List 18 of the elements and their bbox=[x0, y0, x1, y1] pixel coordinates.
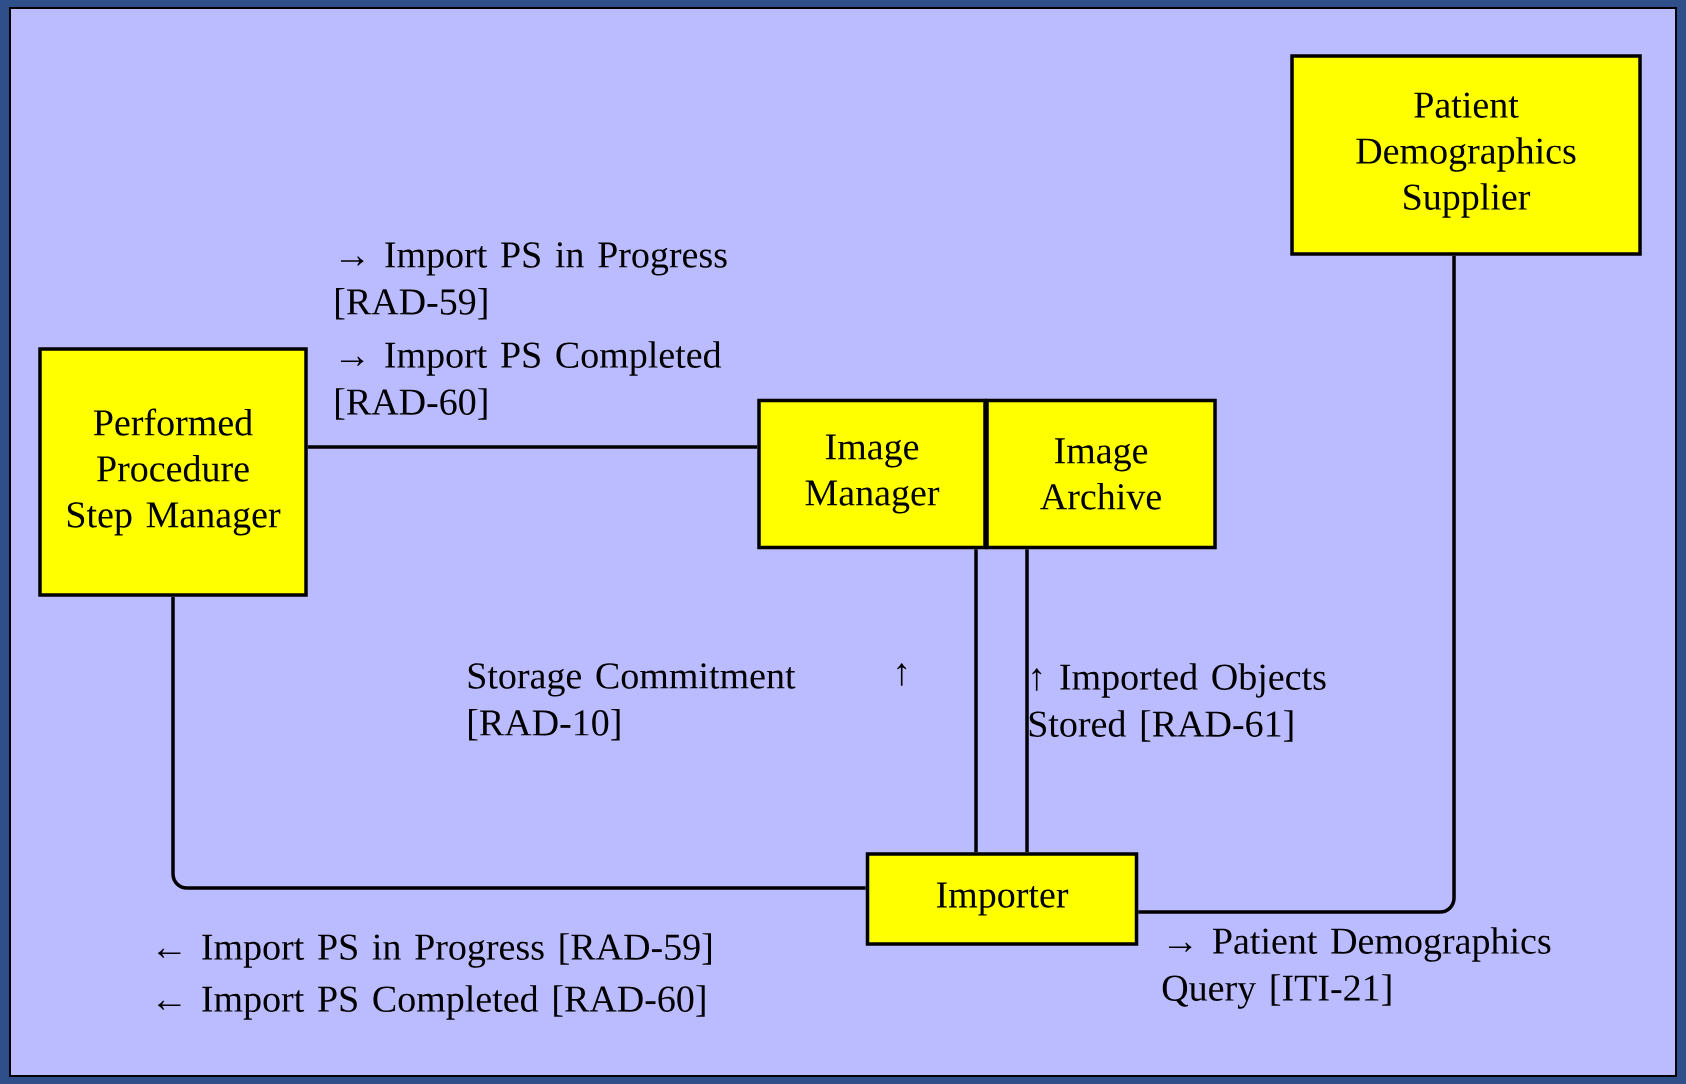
message-label: ↑ bbox=[897, 663, 907, 686]
actor-box: Image Archive bbox=[985, 398, 1217, 550]
connector-line bbox=[1138, 255, 1456, 914]
message-label: Storage Commitment [RAD-10] bbox=[468, 663, 796, 741]
message-label: → Import PS in Progress [RAD-59] bbox=[336, 242, 727, 320]
actor-box: Image Manager bbox=[757, 398, 987, 550]
actor-box: Performed Procedure Step Manager bbox=[38, 347, 308, 597]
message-label: ← Import PS Completed [RAD-60] bbox=[157, 985, 705, 1020]
connector-line bbox=[307, 445, 758, 449]
message-label: → Patient Demographics Query [ITI-21] bbox=[1162, 927, 1551, 1009]
message-label: ← Import PS in Progress [RAD-59] bbox=[157, 933, 711, 968]
actor-box: Importer bbox=[865, 852, 1139, 946]
connector-line bbox=[1025, 549, 1029, 853]
connector-line bbox=[974, 549, 978, 853]
message-label: → Import PS Completed [RAD-60] bbox=[336, 341, 722, 420]
connector-line bbox=[171, 596, 866, 890]
actor-box: Patient Demographics Supplier bbox=[1290, 54, 1642, 256]
message-label: ↑ Imported Objects Stored [RAD-61] bbox=[1029, 663, 1326, 742]
